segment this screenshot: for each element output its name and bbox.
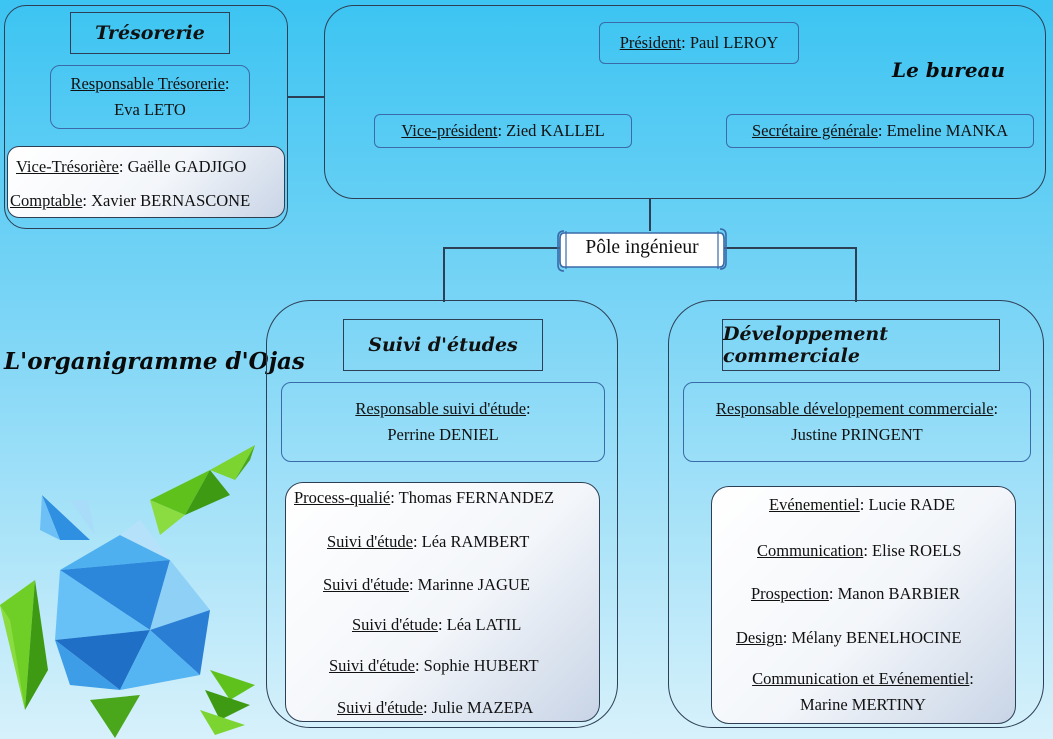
- connector-line: [855, 247, 857, 302]
- member-design: Design: Mélany BENELHOCINE: [736, 628, 962, 647]
- connector-line: [649, 199, 651, 231]
- pole-ingenieur-label: Pôle ingénieur: [585, 237, 699, 258]
- dev-responsable-box: Responsable développement commerciale: J…: [683, 382, 1031, 462]
- secretaire-box: Secrétaire générale: Emeline MANKA: [726, 114, 1034, 148]
- member-communication-evenementiel: Communication et Evénementiel: Marine ME…: [752, 669, 974, 715]
- member-process-qualite: Process-qualié: Thomas FERNANDEZ: [294, 488, 555, 507]
- scroll-banner-icon: [557, 228, 727, 272]
- dev-commerciale-title: Développement commerciale: [722, 319, 1000, 371]
- page-title: L'organigramme d'Ojas: [4, 348, 305, 375]
- member-communication: Communication: Elise ROELS: [757, 541, 962, 560]
- member-suivi-etude: Suivi d'étude: Marinne JAGUE: [323, 575, 530, 594]
- dev-members-box: [711, 486, 1016, 724]
- vice-president-box: Vice-président: Zied KALLEL: [374, 114, 632, 148]
- suivi-etudes-title: Suivi d'études: [343, 319, 543, 371]
- member-suivi-etude: Suivi d'étude: Julie MAZEPA: [337, 698, 534, 717]
- bureau-label: Le bureau: [892, 58, 1006, 82]
- president-box: Président: Paul LEROY: [599, 22, 799, 64]
- connector-line: [724, 247, 856, 249]
- bureau-panel: [324, 5, 1046, 199]
- member-suivi-etude: Suivi d'étude: Léa LATIL: [352, 615, 522, 634]
- suivi-members-box: [285, 482, 600, 722]
- dev-commerciale-panel: [668, 300, 1044, 728]
- member-evenementiel: Evénementiel: Lucie RADE: [769, 495, 956, 514]
- tresorerie-panel: [4, 5, 288, 229]
- member-prospection: Prospection: Manon BARBIER: [751, 584, 961, 603]
- connector-line: [443, 247, 560, 249]
- connector-line: [288, 96, 325, 98]
- ojas-turtle-logo: [0, 445, 255, 738]
- member-vice-tresoriere: Vice-Trésorière: Gaëlle GADJIGO: [16, 157, 247, 176]
- member-comptable: Comptable: Xavier BERNASCONE: [10, 191, 251, 210]
- connector-line: [443, 247, 445, 302]
- member-suivi-etude: Suivi d'étude: Léa RAMBERT: [327, 532, 530, 551]
- tresorerie-responsable-box: Responsable Trésorerie: Eva LETO: [50, 65, 250, 129]
- tresorerie-title: Trésorerie: [70, 12, 230, 54]
- person-name: Eva LETO: [114, 100, 186, 119]
- role-label: Responsable Trésorerie: [70, 73, 225, 93]
- suivi-responsable-box: Responsable suivi d'étude: Perrine DENIE…: [281, 382, 605, 462]
- suivi-etudes-panel: [266, 300, 618, 728]
- member-suivi-etude: Suivi d'étude: Sophie HUBERT: [329, 656, 539, 675]
- tresorerie-members-box: [7, 146, 285, 218]
